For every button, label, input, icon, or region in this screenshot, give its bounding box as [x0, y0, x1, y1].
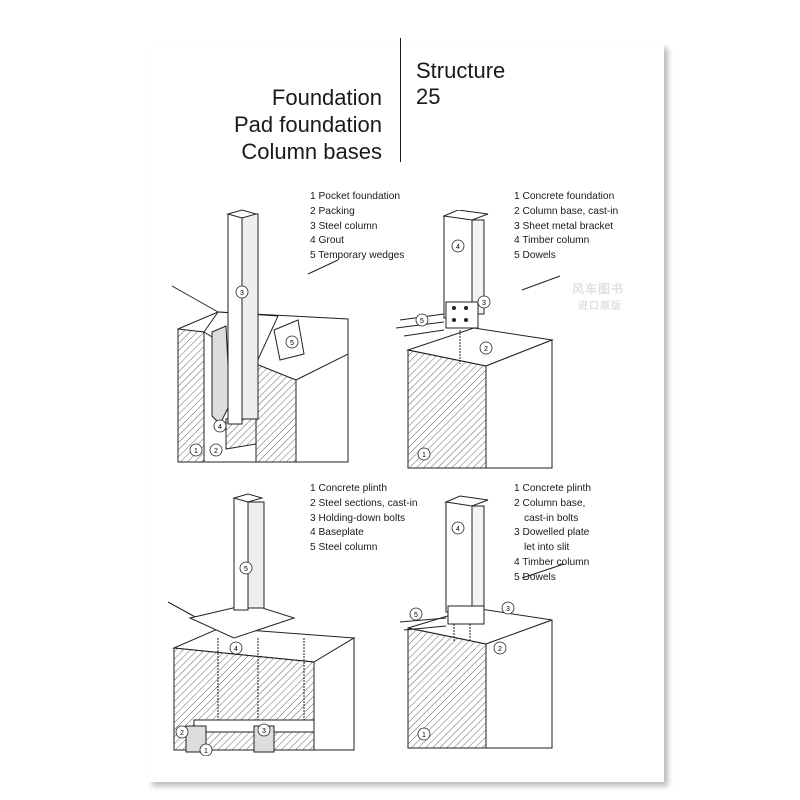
page-number: 25 — [416, 84, 441, 109]
callout: 4 — [218, 424, 222, 431]
callout: 3 — [262, 728, 266, 735]
callout: 5 — [244, 566, 248, 573]
callout: 1 — [422, 732, 426, 739]
legend-item: 4 Timber column — [514, 235, 590, 247]
legend-item: 3 Sheet metal bracket — [514, 220, 614, 232]
callout: 1 — [422, 452, 426, 459]
figure-2-callouts: 4 3 5 2 1 — [415, 239, 493, 461]
callout: 4 — [456, 526, 460, 533]
callout: 5 — [290, 340, 294, 347]
figure-1-legend: 1 Pocket foundation 2 Packing 3 Steel co… — [310, 190, 404, 264]
callout: 1 — [194, 448, 198, 455]
callout: 2 — [484, 346, 488, 353]
figure-4-legend: 1 Concrete plinth 2 Column base, cast-in… — [514, 482, 591, 586]
callout: 2 — [498, 646, 502, 653]
legend-item: 2 Column base, — [514, 497, 586, 509]
watermark: 风车图书 进口原版 — [572, 280, 624, 312]
callout: 3 — [482, 300, 486, 307]
callout: 4 — [234, 646, 238, 653]
figure-3-callouts: 5 4 2 3 1 — [175, 561, 271, 756]
watermark-line-2: 进口原版 — [578, 301, 622, 312]
legend-item: 5 Temporary wedges — [310, 250, 405, 262]
book-page: Foundation Pad foundation Column bases S… — [148, 38, 664, 782]
callout: 2 — [180, 730, 184, 737]
title-line-1: Foundation — [271, 85, 382, 110]
figure-2-legend: 1 Concrete foundation 2 Column base, cas… — [514, 190, 618, 264]
legend-item: 5 Dowels — [514, 250, 556, 262]
title-line-3: Column bases — [241, 139, 382, 164]
legend-item: cast-in bolts — [524, 512, 579, 524]
legend-item: 2 Column base, cast-in — [514, 205, 619, 217]
figure-3-steel-baseplate: 5 4 2 3 1 — [167, 493, 356, 756]
callout: 5 — [414, 612, 418, 619]
figure-1-callouts: 3 5 4 1 2 — [189, 285, 299, 457]
legend-item: 2 Packing — [310, 205, 355, 217]
watermark-line-1: 风车图书 — [572, 282, 625, 296]
legend-item: 1 Concrete plinth — [310, 483, 388, 494]
legend-item: 4 Baseplate — [310, 527, 364, 539]
section-heading: Structure 25 — [416, 58, 505, 110]
figure-2-timber-column-base: 4 3 5 2 1 — [395, 210, 561, 469]
callout: 3 — [506, 606, 510, 613]
callout: 1 — [204, 748, 208, 755]
legend-item: 1 Pocket foundation — [310, 191, 401, 202]
legend-item: 4 Timber column — [514, 556, 590, 568]
callout: 4 — [456, 244, 460, 251]
legend-item: 2 Steel sections, cast-in — [310, 497, 418, 509]
header-divider — [400, 38, 401, 162]
legend-item: 4 Grout — [310, 235, 344, 247]
legend-item: 1 Concrete plinth — [514, 483, 592, 494]
page-title: Foundation Pad foundation Column bases — [234, 84, 382, 165]
figure-1-pocket-foundation: 3 5 4 1 2 — [171, 209, 349, 463]
legend-item: 5 Dowels — [514, 571, 556, 583]
figure-4-dowelled-plate-base: 4 5 3 2 1 — [399, 495, 565, 749]
legend-item: 3 Holding-down bolts — [310, 512, 406, 524]
figure-4-callouts: 4 5 3 2 1 — [409, 521, 515, 741]
legend-item: 1 Concrete foundation — [514, 191, 615, 202]
title-line-2: Pad foundation — [233, 112, 382, 137]
figure-3-legend: 1 Concrete plinth 2 Steel sections, cast… — [310, 482, 418, 556]
section-name: Structure — [416, 58, 506, 83]
legend-item: 3 Steel column — [310, 220, 378, 232]
legend-item: 5 Steel column — [310, 542, 378, 554]
legend-item: let into slit — [524, 542, 570, 554]
callout: 5 — [420, 318, 424, 325]
callout: 3 — [240, 290, 244, 297]
legend-item: 3 Dowelled plate — [514, 527, 590, 539]
callout: 2 — [214, 448, 218, 455]
